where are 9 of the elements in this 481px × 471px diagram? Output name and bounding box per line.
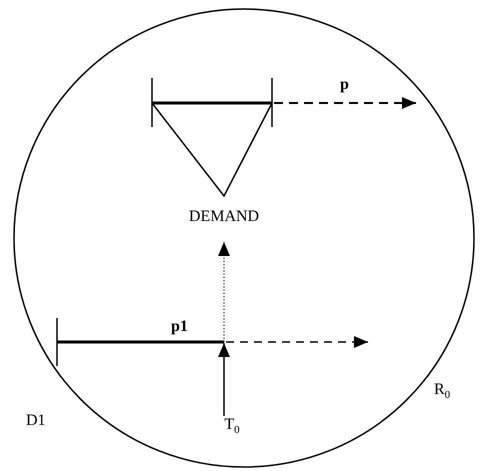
region-label: R$_{0}$	[434, 381, 450, 399]
arrow	[226, 336, 368, 348]
arrow	[218, 242, 230, 342]
segment-label: p1	[171, 318, 188, 336]
arrow	[218, 343, 230, 416]
node-label: DEMAND	[188, 208, 260, 226]
region-label: D1	[26, 412, 46, 430]
node-label: T$_{0}$	[224, 416, 240, 434]
arrow	[274, 97, 416, 109]
